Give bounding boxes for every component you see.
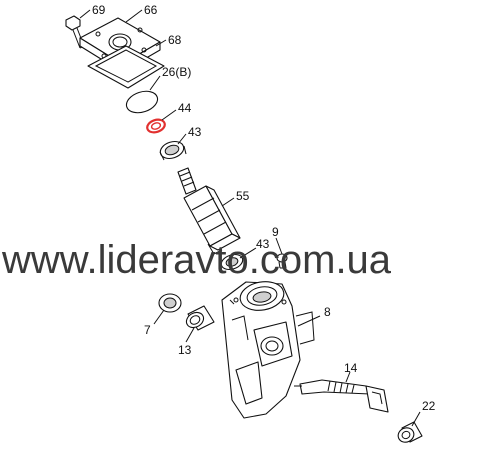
- housing-8: [221, 281, 315, 419]
- label-22: 22: [422, 399, 436, 413]
- watermark-text: www.lideravto.com.ua: [2, 238, 392, 282]
- input-shaft-14: [294, 379, 389, 413]
- seal-44: [146, 118, 166, 134]
- seal-7: [158, 293, 182, 313]
- label-68: 68: [168, 33, 182, 47]
- leader-lines: [79, 9, 421, 427]
- gasket-68: [87, 45, 165, 89]
- valve-shaft-55: [177, 167, 241, 255]
- o-ring-26b: [125, 90, 159, 114]
- needle-bearing-13: [185, 305, 215, 331]
- bearing-43-upper: [159, 140, 187, 161]
- label-7: 7: [144, 323, 151, 337]
- label-13: 13: [178, 343, 192, 357]
- label-66: 66: [144, 3, 158, 17]
- bearing-22: [397, 421, 423, 443]
- label-14: 14: [344, 361, 358, 375]
- label-43-upper: 43: [188, 125, 202, 139]
- label-69: 69: [92, 3, 106, 17]
- label-44: 44: [178, 101, 192, 115]
- label-9: 9: [272, 225, 279, 239]
- label-8: 8: [324, 305, 331, 319]
- label-43-lower: 43: [256, 237, 270, 251]
- plug-9: [276, 253, 288, 269]
- label-55: 55: [236, 189, 250, 203]
- callout-labels: 69 66 68 26(B) 44 43 55 43 9 8 7 13 14 2…: [92, 3, 436, 413]
- bearing-43-lower: [220, 253, 244, 271]
- label-26b: 26(B): [162, 65, 191, 79]
